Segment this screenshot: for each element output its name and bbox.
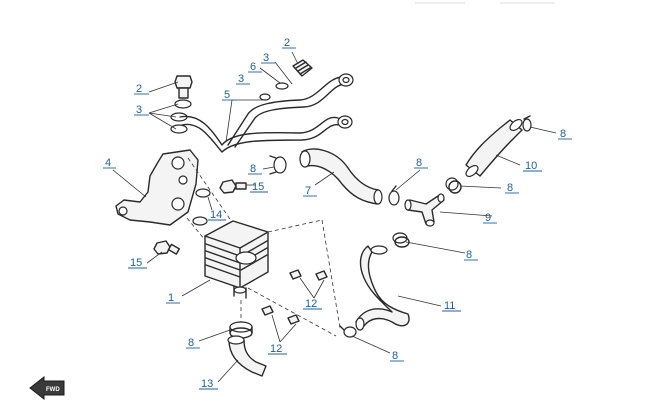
part-12-bolts-upper xyxy=(289,269,328,281)
svg-text:8: 8 xyxy=(416,157,422,169)
part-8-clamp-top-right xyxy=(522,115,532,132)
callout-12-lower: 12 xyxy=(268,343,287,355)
callout-3-mid: 3 xyxy=(236,73,250,85)
svg-text:8: 8 xyxy=(392,350,398,362)
svg-text:10: 10 xyxy=(525,160,537,172)
svg-text:1: 1 xyxy=(168,292,174,304)
callout-6: 6 xyxy=(248,61,262,73)
part-10-hose xyxy=(465,118,523,178)
callout-7: 7 xyxy=(303,185,317,197)
callout-1: 1 xyxy=(166,292,180,304)
part-12-bolts-lower xyxy=(261,305,300,325)
callout-10: 10 xyxy=(523,160,542,172)
part-3-washer-pipe xyxy=(275,82,289,90)
part-3-washers-left xyxy=(170,99,192,134)
callout-3-left: 3 xyxy=(134,104,149,116)
callout-8-bottom: 8 xyxy=(390,350,404,362)
part-5-oil-pipe xyxy=(179,73,354,153)
svg-text:8: 8 xyxy=(250,163,256,175)
svg-text:3: 3 xyxy=(238,73,244,85)
svg-text:14: 14 xyxy=(210,209,222,221)
part-8-clamp-upper-mid xyxy=(388,185,400,206)
callout-8-hose11: 8 xyxy=(464,249,478,261)
callout-3-upper: 3 xyxy=(261,52,275,64)
part-2-bolt-top xyxy=(292,59,313,77)
part-14-orings xyxy=(192,188,211,226)
callout-15-upper: 15 xyxy=(250,181,268,193)
callout-2-left: 2 xyxy=(134,83,149,95)
svg-text:15: 15 xyxy=(252,181,264,193)
part-13-hose xyxy=(227,335,267,377)
svg-text:7: 7 xyxy=(305,185,311,197)
leader-lines xyxy=(112,51,557,383)
part-8-clamp-hose7 xyxy=(269,155,287,175)
svg-text:13: 13 xyxy=(201,378,213,390)
svg-text:6: 6 xyxy=(250,61,256,73)
part-8-clamp-hose10 xyxy=(445,177,462,194)
callout-14: 14 xyxy=(208,209,226,221)
callout-8-upper-mid: 8 xyxy=(414,157,428,169)
svg-text:3: 3 xyxy=(136,104,142,116)
svg-text:8: 8 xyxy=(560,128,566,140)
fwd-label: FWD xyxy=(46,387,60,393)
svg-text:2: 2 xyxy=(284,37,290,49)
svg-text:4: 4 xyxy=(105,157,111,169)
callout-8-hose7: 8 xyxy=(248,163,262,175)
part-1-oil-cooler xyxy=(204,220,269,299)
part-8-clamp-bottom xyxy=(339,325,357,338)
svg-text:8: 8 xyxy=(188,337,194,349)
part-11-hose xyxy=(355,245,410,331)
part-4-bracket xyxy=(115,149,199,226)
svg-text:8: 8 xyxy=(466,249,472,261)
part-7-hose xyxy=(299,148,383,205)
callout-4: 4 xyxy=(103,157,116,169)
callout-9: 9 xyxy=(483,212,497,224)
part-8-clamp-hose11-top xyxy=(392,232,410,248)
callout-8-lower-left: 8 xyxy=(186,337,200,349)
callout-2-top: 2 xyxy=(282,37,296,49)
svg-text:15: 15 xyxy=(130,257,142,269)
callout-15-lower: 15 xyxy=(128,257,147,269)
part-2-bolt-left xyxy=(174,75,193,99)
svg-text:11: 11 xyxy=(444,300,455,312)
callout-8-top-right: 8 xyxy=(558,128,572,140)
callout-8-hose10: 8 xyxy=(505,182,519,194)
part-9-tee-fitting xyxy=(404,193,445,227)
svg-text:8: 8 xyxy=(507,182,513,194)
svg-text:12: 12 xyxy=(305,298,317,310)
part-15-bolt-upper xyxy=(219,179,247,194)
part-15-bolt-lower xyxy=(153,240,180,255)
part-8-clamp-lower-left xyxy=(229,321,253,339)
callout-11: 11 xyxy=(442,300,461,312)
callout-13: 13 xyxy=(199,378,218,390)
svg-text:3: 3 xyxy=(263,52,269,64)
fwd-arrow: FWD xyxy=(29,375,65,401)
callout-12-upper: 12 xyxy=(303,298,322,310)
callout-5: 5 xyxy=(222,89,236,101)
svg-text:9: 9 xyxy=(485,212,491,224)
svg-text:2: 2 xyxy=(136,83,142,95)
svg-text:5: 5 xyxy=(224,89,230,101)
svg-text:12: 12 xyxy=(270,343,282,355)
